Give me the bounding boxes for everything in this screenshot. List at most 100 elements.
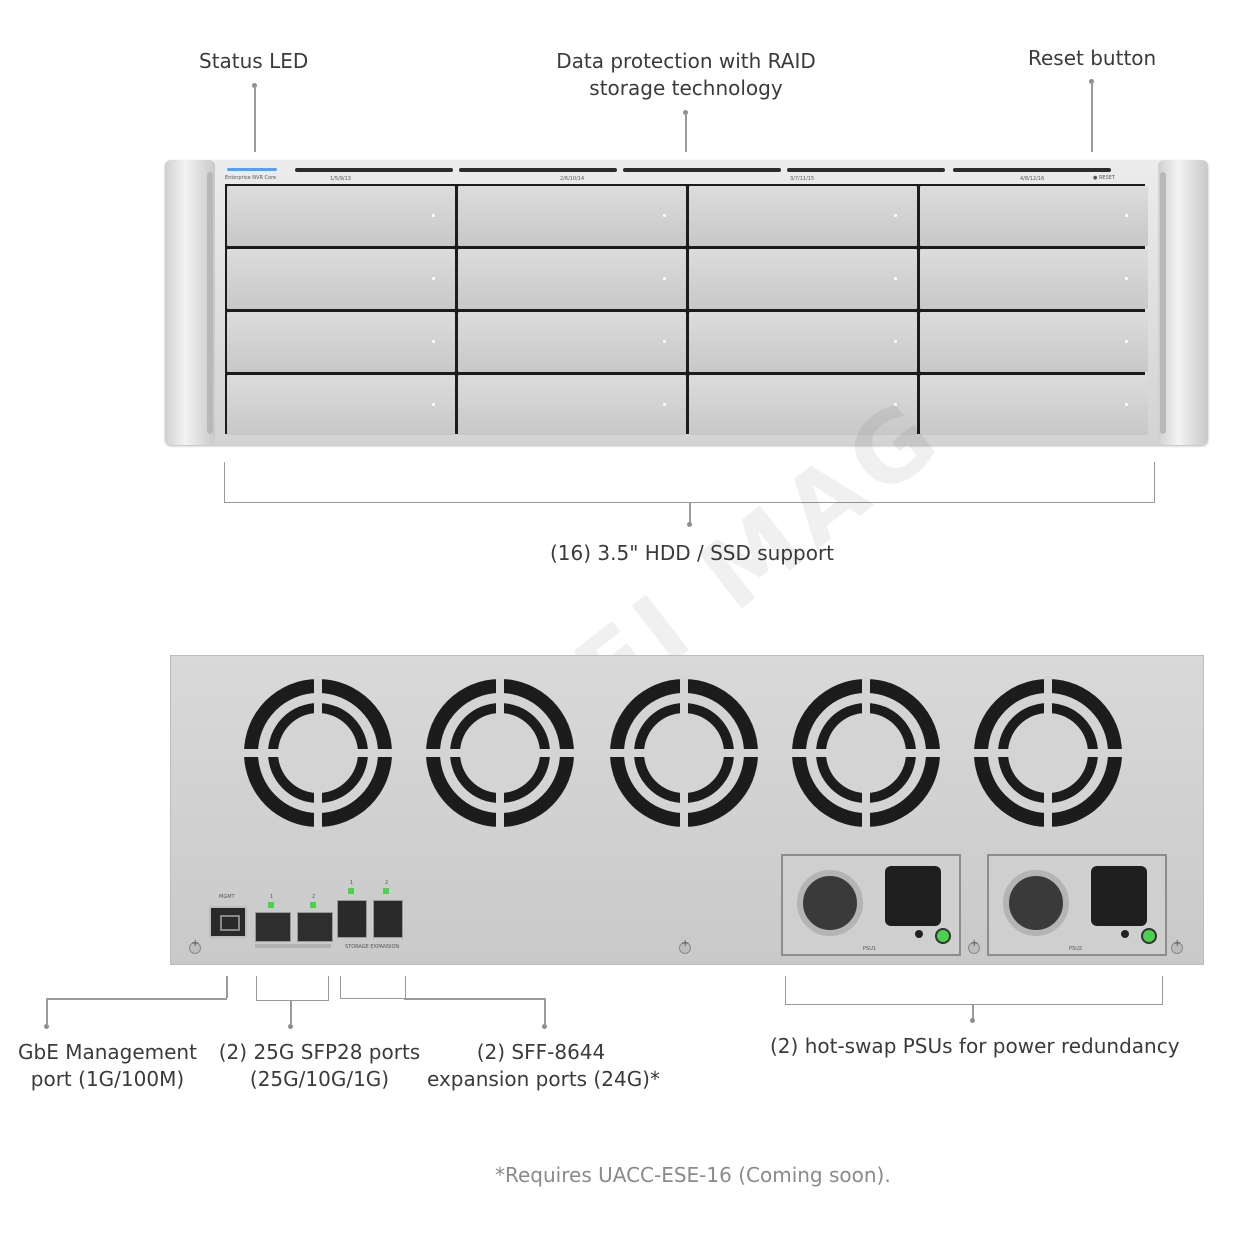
mgmt-rj45-port[interactable] <box>209 906 247 938</box>
gbe-callout: GbE Management port (1G/100M) <box>18 1039 197 1093</box>
drive-bay-led <box>663 403 666 406</box>
drive-bay[interactable] <box>689 249 917 309</box>
reset-label: ● RESET <box>1093 175 1115 181</box>
drive-bay-grid <box>225 184 1148 435</box>
storage-expansion-label: STORAGE EXPANSION <box>345 944 400 950</box>
status-led-callout: Status LED <box>199 49 309 73</box>
psu-2-led <box>1141 928 1157 944</box>
sff-callout-line1: (2) SFF-8644 <box>476 1040 606 1064</box>
psu-2[interactable]: PSU2 <box>987 854 1167 956</box>
psu-1-label: PSU1 <box>863 946 877 952</box>
psu-1[interactable]: PSU1 <box>781 854 961 956</box>
psu-1-led <box>935 928 951 944</box>
sfp-callout-line2: (25G/10G/1G) <box>249 1067 390 1091</box>
psu-leader-dot <box>970 1018 975 1023</box>
drive-bay[interactable] <box>458 375 686 435</box>
sff-leader-v <box>544 998 546 1024</box>
hdd-leader-dot <box>687 522 692 527</box>
sfp-leader <box>290 1000 292 1024</box>
gbe-leader-h <box>46 998 227 1000</box>
drive-bay-led <box>894 214 897 217</box>
drive-bay-led <box>1125 403 1128 406</box>
gbe-callout-line1: GbE Management <box>18 1040 197 1064</box>
drive-bay-led <box>894 277 897 280</box>
psu-bracket <box>785 976 1163 1005</box>
reset-button-callout: Reset button <box>1028 46 1157 70</box>
drive-bay-led <box>1125 340 1128 343</box>
drive-bay[interactable] <box>689 186 917 246</box>
sfp-led-2 <box>310 902 316 908</box>
drive-bay[interactable] <box>920 312 1148 372</box>
sfp-number-2: 2 <box>312 894 316 900</box>
sff-bracket <box>340 976 406 999</box>
rear-screw-mid-right <box>968 938 980 954</box>
exp-number-1: 1 <box>350 880 354 886</box>
bay-group-label-3: 3/7/11/15 <box>790 176 815 182</box>
gbe-leader-v1 <box>226 976 228 998</box>
raid-leader <box>685 113 687 152</box>
drive-bay-led <box>432 214 435 217</box>
drive-bay[interactable] <box>227 375 455 435</box>
drive-bay[interactable] <box>227 312 455 372</box>
sff-callout: (2) SFF-8644 expansion ports (24G)* <box>427 1039 660 1093</box>
psu-leader <box>972 1004 974 1020</box>
drive-bay[interactable] <box>920 375 1148 435</box>
drive-bay[interactable] <box>689 375 917 435</box>
bay-group-label-4: 4/8/12/16 <box>1020 176 1045 182</box>
drive-bay-led <box>1125 214 1128 217</box>
sfp28-port-2[interactable] <box>297 912 333 942</box>
drive-bay[interactable] <box>227 249 455 309</box>
sfp-led-1 <box>268 902 274 908</box>
hdd-support-callout: (16) 3.5" HDD / SSD support <box>550 541 835 565</box>
sff-leader-h <box>404 998 545 1000</box>
sff-leader-dot <box>542 1024 547 1029</box>
psu-callout: (2) hot-swap PSUs for power redundancy <box>770 1034 1180 1058</box>
drive-bay[interactable] <box>920 249 1148 309</box>
gbe-leader-dot <box>44 1024 49 1029</box>
drive-bay[interactable] <box>920 186 1148 246</box>
exp-led-1 <box>348 888 354 894</box>
sff8644-port-2[interactable] <box>373 900 403 938</box>
drive-bay-led <box>1125 277 1128 280</box>
sff-callout-line2: expansion ports (24G)* <box>427 1067 660 1091</box>
sfp-number-1: 1 <box>270 894 274 900</box>
right-rack-ear <box>1158 160 1208 445</box>
reset-leader-dot <box>1089 79 1094 84</box>
fan-grille <box>241 676 395 830</box>
drive-bay-led <box>663 277 666 280</box>
footnote: *Requires UACC-ESE-16 (Coming soon). <box>495 1163 891 1187</box>
rear-screw-right <box>1171 938 1183 954</box>
bay-group-label-2: 2/6/10/14 <box>560 176 585 182</box>
sfp28-port-1[interactable] <box>255 912 291 942</box>
psu-2-label: PSU2 <box>1069 946 1083 952</box>
hdd-bracket <box>224 462 1155 503</box>
psu-2-power-inlet[interactable] <box>1091 866 1147 926</box>
sfp-leader-dot <box>288 1024 293 1029</box>
mgmt-label: MGMT <box>219 894 235 900</box>
front-top-strip <box>223 166 1113 180</box>
drive-bay[interactable] <box>227 186 455 246</box>
gbe-leader-v2 <box>46 998 48 1024</box>
drive-bay[interactable] <box>458 249 686 309</box>
drive-bay-led <box>663 340 666 343</box>
rear-screw-center <box>679 938 691 954</box>
brand-label: Enterprise NVR Core <box>225 175 277 181</box>
reset-leader <box>1091 82 1093 152</box>
fan-grille <box>423 676 577 830</box>
status-led <box>227 168 277 171</box>
drive-bay[interactable] <box>689 312 917 372</box>
raid-callout-line2: storage technology <box>589 76 783 100</box>
left-rack-ear <box>165 160 215 445</box>
raid-callout-line1: Data protection with RAID <box>556 49 816 73</box>
exp-number-2: 2 <box>385 880 389 886</box>
fan-grille <box>789 676 943 830</box>
drive-bay[interactable] <box>458 312 686 372</box>
exp-led-2 <box>383 888 389 894</box>
fan-grille <box>971 676 1125 830</box>
sff8644-port-1[interactable] <box>337 900 367 938</box>
psu-1-power-inlet[interactable] <box>885 866 941 926</box>
fan-grille <box>607 676 761 830</box>
drive-bay-led <box>432 277 435 280</box>
drive-bay[interactable] <box>458 186 686 246</box>
drive-bay-led <box>432 403 435 406</box>
